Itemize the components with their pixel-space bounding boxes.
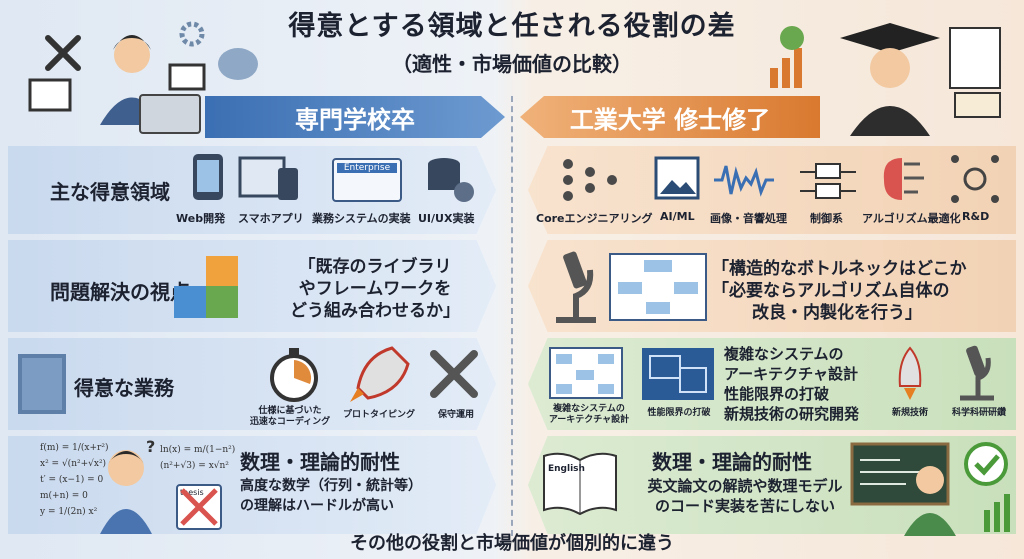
confused-person-illustration: ? — [100, 437, 155, 534]
math-formulas-left: f(m) = 1/(x+r²)x² = √(n²+√x²)t′ = (x−1) … — [40, 443, 109, 517]
caption-core-engineering: Coreエンジニアリング — [536, 212, 653, 225]
monitor-icon — [28, 78, 72, 112]
control-circuit-icon — [800, 163, 856, 199]
system-architecture-icon — [549, 347, 623, 399]
caption-performance: 性能限界の打破 — [647, 408, 711, 418]
stopwatch-icon — [270, 348, 318, 402]
right-math-heading: 数理・理論的耐性 — [652, 450, 812, 474]
caption-architecture: 複雑なシステムの アーキテクチャ設計 — [548, 404, 630, 425]
left-row-math — [8, 436, 496, 534]
caption-research: 科学科研研鑽 — [951, 408, 1006, 418]
open-book-icon — [543, 452, 617, 516]
right-perspective-quote: 「構造的なボトルネックはどこか「必要ならアルゴリズム自体の改良・内製化を行う」 — [712, 259, 967, 323]
checkmark-icon — [964, 442, 1008, 486]
row-label-perspective: 問題解決の視点 — [50, 280, 190, 304]
graduation-cap-icon — [840, 23, 940, 53]
header-masters-degree: 工業大学 修士修了 — [520, 96, 820, 138]
book-icon — [18, 354, 66, 414]
math-formulas-right: ln(x) = m/(1−n²)(n²+√3) = x√n² — [160, 445, 236, 471]
smartphone-app-icon — [193, 154, 223, 200]
book-icon — [168, 63, 206, 91]
tools-icon — [45, 35, 81, 71]
dollar-icon — [780, 26, 804, 50]
caption-rnd: R&D — [962, 210, 990, 223]
microscope-icon — [960, 345, 994, 401]
caption-new-tech: 新規技術 — [891, 408, 928, 418]
caption-rapid-coding: 仕様に基づいた 迅速なコーディング — [249, 406, 331, 427]
flowchart-icon — [609, 253, 707, 321]
right-row-strengths — [528, 146, 1016, 234]
book-title: English — [548, 464, 585, 474]
rnd-network-icon — [951, 155, 999, 203]
gear-icon — [179, 21, 205, 47]
responsive-web-icon — [238, 156, 298, 200]
wrench-screwdriver-icon — [430, 350, 478, 398]
sound-wave-icon — [714, 165, 774, 197]
page-title: 得意とする領域と任される役割の差 — [288, 11, 736, 42]
left-perspective-quote: 「既存のライブラリやフレームワークをどう組み合わせるか」 — [290, 257, 460, 321]
caption-ai-ml: AI/ML — [660, 210, 695, 223]
laptop-icon — [139, 94, 201, 134]
caption-control: 制御系 — [810, 212, 843, 225]
caption-smartphone-app: スマホアプリ — [238, 212, 304, 225]
neural-network-icon — [563, 159, 617, 201]
right-math-text: 英文論文の解読や数理モデルのコード実装を苦にしない — [647, 477, 843, 515]
image-icon — [654, 156, 700, 200]
center-divider — [511, 96, 513, 536]
caption-maintenance: 保守運用 — [437, 410, 474, 420]
row-label-strengths: 主な得意領域 — [50, 180, 170, 204]
formula-paper-icon — [949, 27, 1001, 89]
footer-note: その他の役割と市場価値が個別的に違う — [350, 533, 674, 554]
left-row-perspective — [8, 240, 496, 332]
engineer-blackboard-illustration — [850, 442, 1010, 536]
brain-icon — [218, 48, 258, 80]
puzzle-icon — [174, 256, 238, 318]
caption-image-audio: 画像・音響処理 — [710, 212, 787, 225]
thesis-paper-icon: thesis — [176, 484, 222, 530]
blueprint-icon — [642, 348, 714, 400]
rocket-icon — [898, 346, 922, 400]
left-math-heading: 数理・理論的耐性 — [240, 450, 400, 474]
left-math-text: 高度な数学（行列・統計等）の理解はハードルが高い — [240, 478, 422, 514]
developer-illustration — [28, 35, 206, 134]
caption-prototyping: プロトタイピング — [342, 410, 415, 420]
caption-uiux: UI/UX実装 — [418, 212, 475, 225]
question-mark-icon: ? — [146, 437, 155, 456]
page-subtitle: （適性・市場価値の比較） — [392, 52, 632, 76]
header-vocational-school: 専門学校卒 — [205, 96, 505, 138]
diploma-icon — [954, 92, 1001, 118]
growth-chart-icon — [770, 48, 802, 88]
caption-web-dev: Web開発 — [176, 212, 226, 225]
enterprise-browser-icon: Enterprise — [332, 158, 402, 202]
row-label-tasks: 得意な業務 — [74, 376, 174, 400]
brain-circuit-icon — [883, 158, 924, 200]
right-tasks-text: 複雑なシステムのアーキテクチャ設計性能限界の打破新規技術の研究開発 — [724, 345, 860, 423]
database-gear-icon — [428, 158, 474, 202]
person-head — [114, 37, 150, 73]
cross-icon — [180, 488, 218, 526]
left-row-tasks — [8, 338, 496, 430]
growth-chart-icon — [984, 494, 1010, 532]
rocket-icon — [350, 346, 410, 402]
graduate-illustration — [770, 23, 1001, 136]
caption-business-system: 業務システムの実装 — [312, 212, 411, 225]
caption-algorithm-opt: アルゴリズム最適化 — [862, 212, 961, 225]
microscope-icon — [556, 251, 596, 323]
